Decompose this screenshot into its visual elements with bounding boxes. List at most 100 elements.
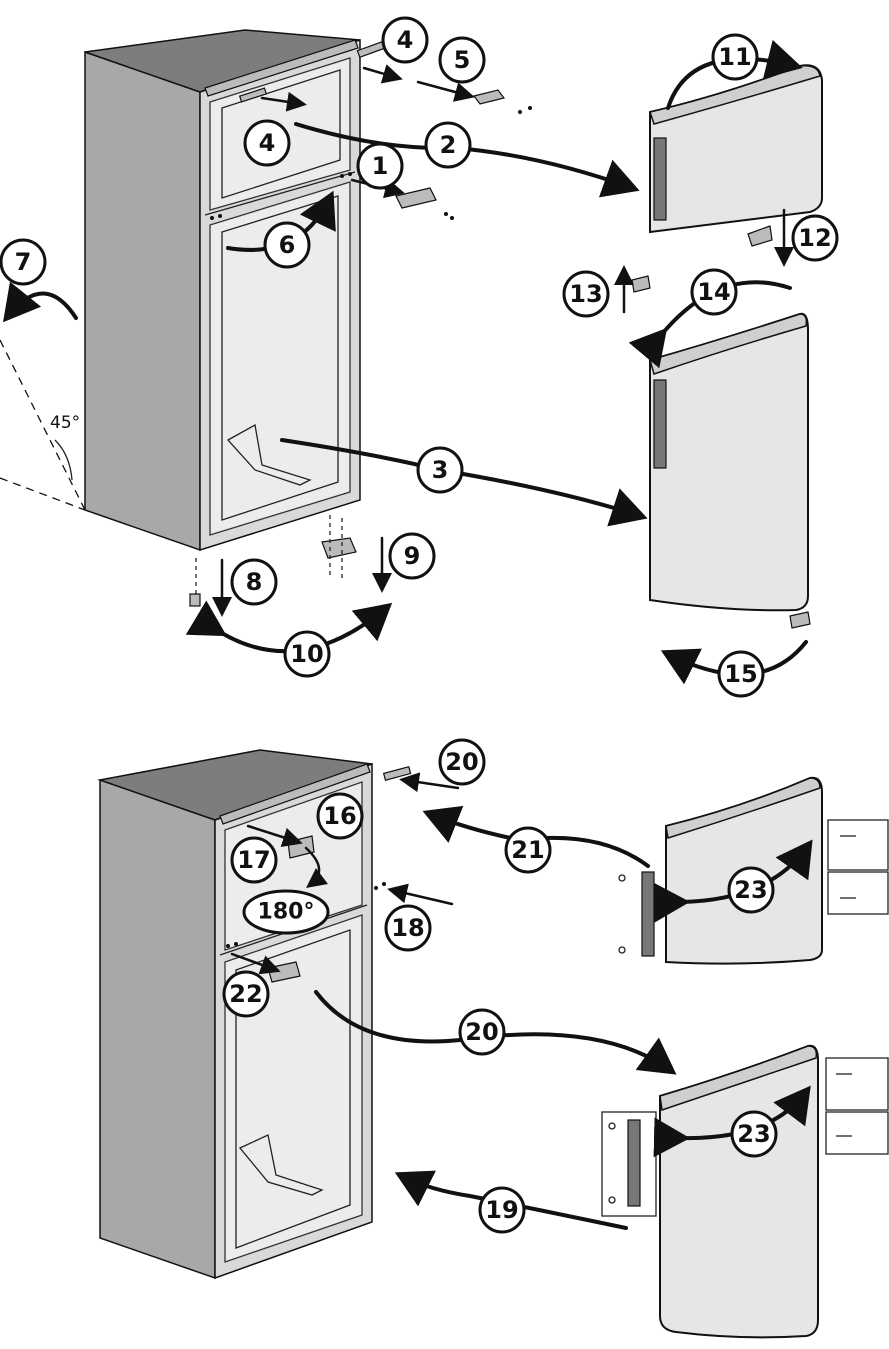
fridge-door-top-edge [649, 313, 808, 375]
fridge-inner-liner [221, 195, 339, 521]
step-number: 4 [259, 129, 276, 157]
step-20-top: 20 [438, 738, 486, 786]
step-8: 8 [230, 558, 278, 606]
tilt-indicator: 45° [0, 281, 86, 511]
hinge-pin-cap [356, 41, 386, 59]
step-number: 8 [246, 568, 263, 596]
step-4-inner: 4 [243, 119, 291, 167]
step-12: 12 [791, 214, 839, 262]
screw-icon [444, 212, 448, 216]
fridge-door [614, 265, 811, 685]
step-2: 2 [424, 121, 472, 169]
screw-icon [374, 886, 378, 890]
tilt-angle-label: 45° [50, 413, 80, 433]
hinge-icon [747, 225, 773, 247]
curved-arrow-icon [362, 64, 403, 84]
screw-icon [618, 946, 626, 954]
curved-arrow-icon [260, 91, 307, 112]
curved-arrow-icon [399, 772, 460, 793]
foot-screw [189, 593, 201, 607]
handle-cap-detail [825, 1111, 889, 1155]
rotation-angle-label: 180° [258, 900, 315, 925]
hinge-icon [631, 275, 651, 293]
screw-icon [518, 110, 522, 114]
step-number: 23 [734, 876, 767, 904]
freezer-door-handle [641, 871, 655, 957]
freezer-door-top-edge [649, 64, 821, 125]
curved-arrow-icon [246, 824, 303, 847]
tilt-dashed-line [0, 477, 86, 511]
curved-arrow-icon [666, 39, 803, 110]
step-number: 12 [798, 224, 831, 252]
freezer-door-handle [653, 137, 667, 221]
step-6: 6 [263, 221, 311, 269]
fridge-inner-liner [235, 929, 351, 1249]
top-hinge-cover [219, 763, 371, 825]
top-cover-plug [238, 87, 268, 103]
curved-arrow-icon [230, 952, 281, 975]
screw-icon [450, 216, 454, 220]
step-7: 7 [0, 238, 47, 286]
step-3: 3 [416, 446, 464, 494]
hinge-pin-cap [382, 766, 412, 781]
fridge-door-handle [627, 1119, 641, 1207]
top-hinge-cover [204, 39, 359, 97]
curved-arrow-icon [2, 281, 78, 323]
fridge-top-scene [84, 29, 361, 552]
freezer-inner-liner [221, 69, 341, 199]
step-17: 17 [230, 836, 278, 884]
fridge-side-panel [84, 50, 201, 552]
rotation-badge [242, 889, 330, 935]
handle-detail-box [601, 1111, 657, 1217]
step-16: 16 [316, 792, 364, 840]
step-number: 6 [279, 231, 296, 259]
hinge-icon [321, 537, 357, 559]
hinge-icon [395, 187, 437, 209]
handle-cap-detail [825, 1057, 889, 1111]
tilt-dashed-line [0, 339, 86, 511]
handle-cap-detail [827, 871, 889, 915]
step-15: 15 [717, 650, 765, 698]
step-number: 2 [440, 131, 457, 159]
step-23-lower: 23 [730, 1110, 778, 1158]
step-number: 1 [372, 152, 389, 180]
step-18: 18 [384, 904, 432, 952]
step-10: 10 [283, 630, 331, 678]
handle-cap-detail [827, 819, 889, 871]
screw-icon [226, 944, 230, 948]
top-hinge-parts [260, 41, 532, 220]
step-number: 3 [432, 456, 449, 484]
step-number: 17 [237, 846, 270, 874]
step-number: 22 [229, 980, 262, 1008]
hinge-icon [789, 611, 811, 629]
step-number: 21 [511, 836, 544, 864]
curved-arrow-icon [304, 846, 328, 889]
curved-arrow-icon [394, 1170, 628, 1230]
fridge-side-panel [99, 778, 216, 1280]
step-number: 15 [724, 660, 757, 688]
step-22: 22 [222, 970, 270, 1018]
step-number: 19 [485, 1196, 518, 1224]
step-19: 19 [478, 1186, 526, 1234]
fridge-door-reversed [601, 1044, 889, 1339]
curved-arrow-icon [387, 883, 454, 906]
screw-icon [382, 882, 386, 886]
crisper-drawer [226, 423, 312, 486]
step-number: 5 [454, 46, 471, 74]
step-number: 20 [465, 1018, 498, 1046]
step-number: 18 [391, 914, 424, 942]
step-20-lower: 20 [458, 1008, 506, 1056]
angle-arc [54, 439, 73, 481]
step-5: 5 [438, 36, 486, 84]
step-4-top: 4 [381, 16, 429, 64]
step-9: 9 [388, 532, 436, 580]
crisper-drawer [238, 1134, 324, 1196]
step-number: 20 [445, 748, 478, 776]
screw-icon [340, 174, 344, 178]
step-1: 1 [356, 142, 404, 190]
freezer-door [649, 39, 823, 267]
screw-icon [348, 172, 352, 176]
step-labels: 4 5 4 2 1 6 7 3 8 9 10 11 12 13 14 15 20… [0, 16, 839, 1234]
compartment-divider [204, 171, 356, 216]
